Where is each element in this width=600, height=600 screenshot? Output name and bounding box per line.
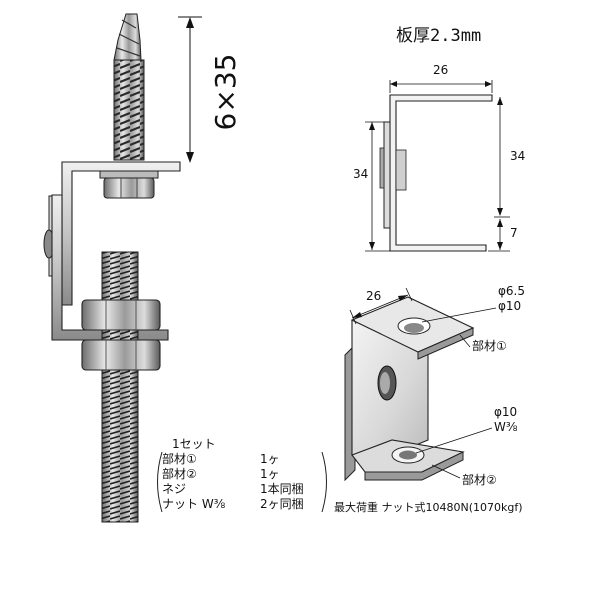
bracket-part-2-side [51, 194, 169, 341]
iso-width-label: 26 [366, 289, 382, 303]
self-drilling-screw [113, 13, 145, 161]
list-item: ナット W⅜ 2ヶ同梱 [162, 497, 304, 512]
threaded-rod [101, 251, 139, 523]
set-heading: 1セット [162, 437, 304, 452]
screw-size-label: 6×35 [209, 53, 242, 131]
screw-head [99, 170, 159, 199]
section-dimensions [365, 80, 510, 252]
part-1-label: 部材① [472, 339, 507, 353]
hole-label-phi65: φ6.5 [498, 284, 525, 298]
max-load-label: 最大荷重 ナット式10480N(1070kgf) [334, 501, 523, 514]
item-qty: 1本同梱 [260, 482, 304, 496]
item-qty: 2ヶ同梱 [260, 497, 304, 511]
item-name: ナット W⅜ [162, 497, 226, 511]
item-qty: 1ヶ [260, 467, 280, 481]
item-name: 部材② [162, 467, 197, 481]
nut-upper [81, 299, 161, 331]
hole-label-phi10-top: φ10 [498, 299, 522, 313]
isometric-bracket [344, 296, 475, 482]
left-height-label: 34 [353, 167, 369, 181]
iso-dimensions [349, 287, 497, 479]
list-item: 部材② 1ヶ [162, 467, 304, 482]
offset-label: 7 [510, 226, 518, 240]
plate-thickness-label: 板厚2.3mm [396, 26, 482, 46]
item-name: ネジ [162, 482, 187, 496]
top-width-label: 26 [433, 63, 449, 77]
right-height-label: 34 [510, 149, 526, 163]
nut-lower [81, 339, 161, 371]
list-brackets [157, 451, 327, 513]
section-profile [379, 94, 493, 252]
set-contents-list: 1セット 部材① 1ヶ 部材② 1ヶ ネジ 1本同梱 ナット W⅜ 2ヶ同梱 [162, 437, 304, 512]
thread-size-label: W⅜ [494, 420, 518, 434]
item-name: 部材① [162, 452, 197, 466]
screw-length-dimension [178, 16, 202, 163]
item-qty: 1ヶ [260, 452, 280, 466]
list-item: 部材① 1ヶ [162, 452, 304, 467]
hole-label-phi10-bottom: φ10 [494, 405, 518, 419]
set-heading-text: 1セット [172, 437, 216, 451]
part-2-label: 部材② [462, 473, 497, 487]
list-item: ネジ 1本同梱 [162, 482, 304, 497]
